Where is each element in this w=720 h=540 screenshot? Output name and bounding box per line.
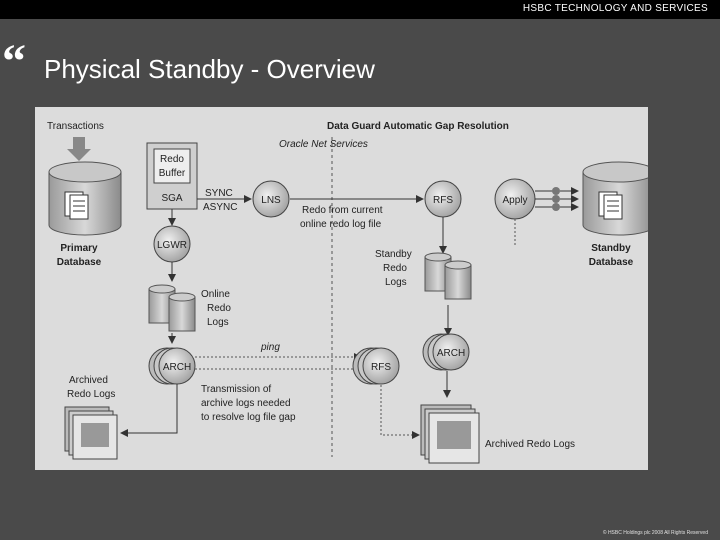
archived-left-label-2: Redo Logs [67,389,115,400]
transmission-label-2: archive logs needed [201,398,291,409]
archived-logs-left-icon [64,406,118,460]
archived-left-label-1: Archived [69,375,108,386]
arch-right-label: ARCH [437,348,465,359]
rfs-bottom-label: RFS [371,362,391,373]
diagram-heading: Data Guard Automatic Gap Resolution [327,121,509,132]
primary-label-1: Primary [60,243,98,254]
lgwr-label: LGWR [157,240,187,251]
primary-datafile-icon [64,191,89,220]
archived-logs-right-icon [420,404,480,464]
arch-left-process-icon [148,347,196,385]
apply-label: Apply [502,195,527,206]
rfs-bottom-process-icon [352,347,400,385]
standby-redo-label-2: Redo [383,263,407,274]
transactions-arrow-icon [67,137,91,161]
sga-box [146,142,198,210]
arch-right-process-icon [422,333,470,371]
transactions-label: Transactions [47,121,104,132]
lns-process-icon [252,180,290,218]
header-bar: HSBC TECHNOLOGY AND SERVICES [0,0,720,19]
redo-buffer-label-1: Redo [160,154,184,165]
brand-text: HSBC TECHNOLOGY AND SERVICES [522,3,708,14]
standby-redo-logs-icon [424,252,472,300]
slide-title: Physical Standby - Overview [44,54,375,84]
transmission-label-1: Transmission of [201,384,271,395]
transmission-label-3: to resolve log file gap [201,412,296,423]
standby-label-2: Database [589,257,634,268]
async-label: ASYNC [203,202,237,213]
lns-label: LNS [261,195,281,206]
online-redo-label-1: Online [201,289,230,300]
standby-datafile-icon [598,191,623,220]
apply-output-arrows [535,187,579,211]
data-guard-diagram: Transactions Data Guard Automatic Gap Re… [47,121,648,464]
footer-copyright: © HSBC Holdings plc 2008 All Rights Rese… [602,530,708,536]
ping-label: ping [260,342,280,353]
archived-right-label: Archived Redo Logs [485,439,575,450]
online-redo-logs-icon [148,284,196,332]
redo-current-label-2: online redo log file [300,219,382,230]
quote-mark-icon: “ [2,35,26,88]
oracle-net-label: Oracle Net Services [279,139,368,150]
redo-buffer-label-2: Buffer [159,168,186,179]
sga-label: SGA [161,193,182,204]
standby-redo-label-1: Standby [375,249,412,260]
online-redo-label-3: Logs [207,317,229,328]
rfs-to-archived-line [380,385,420,439]
arch-left-label: ARCH [163,362,191,373]
arch-to-archived-left-arrow [120,384,178,437]
diagram-figure: Transactions Data Guard Automatic Gap Re… [35,107,648,470]
online-redo-label-2: Redo [207,303,231,314]
rfs-top-label: RFS [433,195,453,206]
standby-redo-label-3: Logs [385,277,407,288]
sync-label: SYNC [205,188,233,199]
standby-label-1: Standby [591,243,631,254]
redo-current-label-1: Redo from current [302,205,383,216]
primary-label-2: Database [57,257,102,268]
